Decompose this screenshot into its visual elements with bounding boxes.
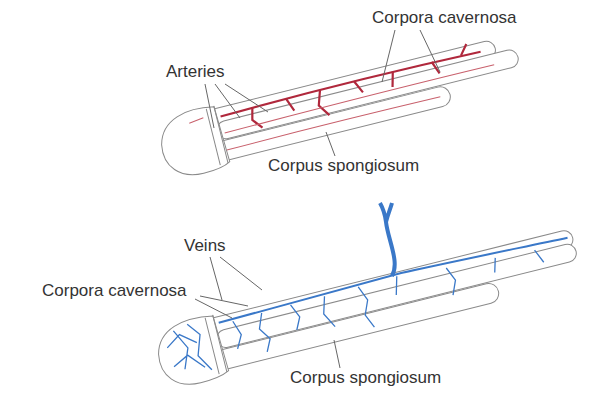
dorsal-vein-trunk xyxy=(380,203,395,276)
vessel-label: Arteries xyxy=(166,62,225,82)
penis-veins-figure xyxy=(152,225,585,391)
leader-lines xyxy=(195,30,440,368)
structure-label: Corpus spongiosum xyxy=(268,156,419,176)
vessel-label: Veins xyxy=(184,236,226,256)
structure-label: Corpora cavernosa xyxy=(372,8,517,28)
structure-label: Corpora cavernosa xyxy=(42,281,187,301)
structure-label: Corpus spongiosum xyxy=(290,368,441,388)
penis-arteries-figure xyxy=(155,30,527,181)
